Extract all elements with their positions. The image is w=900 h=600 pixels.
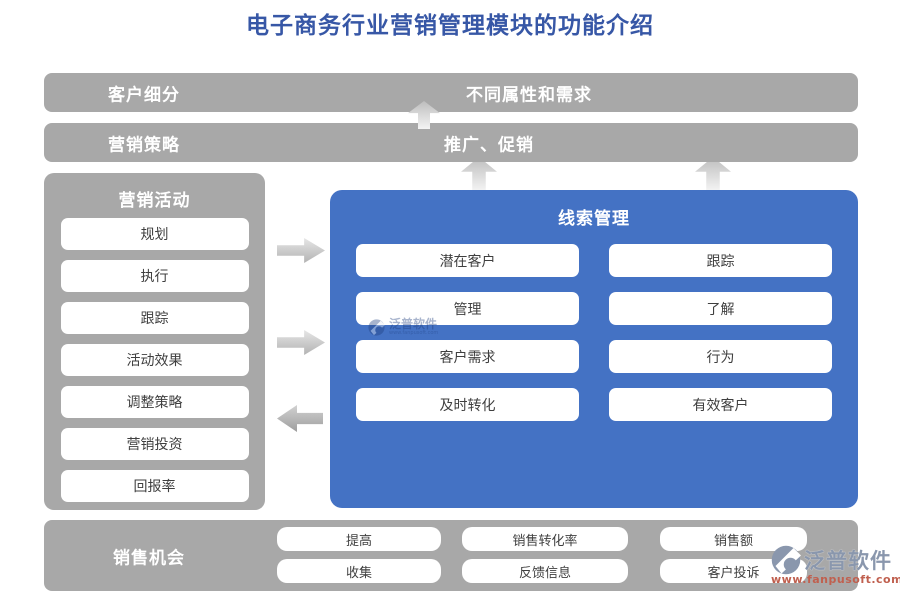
right-arrow-icon [277, 330, 325, 355]
panel-lead-management-title: 线索管理 [558, 209, 630, 229]
node-marketing-investment: 营销投资 [60, 428, 249, 460]
bar-sales-opportunity: 销售机会 提高 销售转化率 销售额 收集 反馈信息 客户投诉 [44, 520, 858, 591]
node-understanding: 了解 [609, 292, 832, 325]
panel-marketing-activities: 营销活动 规划 执行 跟踪 活动效果 调整策略 营销投资 回报率 [44, 173, 265, 510]
bar-marketing-strategy: 营销策略 推广、促销 [44, 123, 858, 162]
bar-marketing-strategy-value: 推广、促销 [444, 135, 534, 155]
node-valid-customers: 有效客户 [609, 388, 832, 421]
bar-customer-segmentation-label: 客户细分 [108, 85, 180, 105]
left-arrow-icon [277, 405, 323, 432]
node-behavior: 行为 [609, 340, 832, 373]
node-management: 管理 [356, 292, 579, 325]
up-arrow-icon [695, 157, 731, 191]
node-execution: 执行 [60, 260, 249, 292]
right-arrow-icon [277, 238, 325, 263]
lead-management-grid: 潜在客户 跟踪 管理 了解 客户需求 行为 及时转化 有效客户 [330, 244, 858, 421]
node-planning: 规划 [60, 218, 249, 250]
node-activity-effect: 活动效果 [60, 344, 249, 376]
panel-lead-management: 线索管理 潜在客户 跟踪 管理 了解 客户需求 行为 及时转化 有效客户 泛普软… [330, 190, 858, 508]
node-roi: 回报率 [60, 470, 249, 502]
node-follow-up: 跟踪 [609, 244, 832, 277]
up-arrow-icon [461, 157, 497, 191]
node-potential-customers: 潜在客户 [356, 244, 579, 277]
bar-sales-opportunity-label: 销售机会 [113, 548, 185, 568]
watermark-corner: 泛普软件 www.fanpusoft.com [771, 545, 900, 586]
node-feedback-info: 反馈信息 [462, 559, 628, 583]
page-title: 电子商务行业营销管理模块的功能介绍 [246, 12, 654, 39]
node-sales-conversion-rate: 销售转化率 [462, 527, 628, 551]
node-improve: 提高 [277, 527, 441, 551]
watermark-brand: 泛普软件 [804, 548, 892, 573]
watermark-brand: 泛普软件 [389, 317, 438, 331]
bar-customer-segmentation-value: 不同属性和需求 [466, 85, 592, 105]
node-collect: 收集 [277, 559, 441, 583]
up-arrow-icon [408, 101, 440, 129]
watermark-url: www.fanpusoft.com [389, 330, 439, 336]
node-adjust-strategy: 调整策略 [60, 386, 249, 418]
fanpu-logo-icon [771, 545, 801, 575]
node-customer-needs: 客户需求 [356, 340, 579, 373]
node-timely-conversion: 及时转化 [356, 388, 579, 421]
bar-marketing-strategy-label: 营销策略 [108, 135, 180, 155]
fanpu-logo-icon [368, 318, 385, 336]
watermark-url: www.fanpusoft.com [771, 573, 900, 586]
panel-marketing-activities-title: 营销活动 [118, 191, 191, 211]
bar-customer-segmentation: 客户细分 不同属性和需求 [44, 73, 858, 112]
watermark-inpanel: 泛普软件 www.fanpusoft.com [368, 318, 438, 336]
node-tracking: 跟踪 [60, 302, 249, 334]
